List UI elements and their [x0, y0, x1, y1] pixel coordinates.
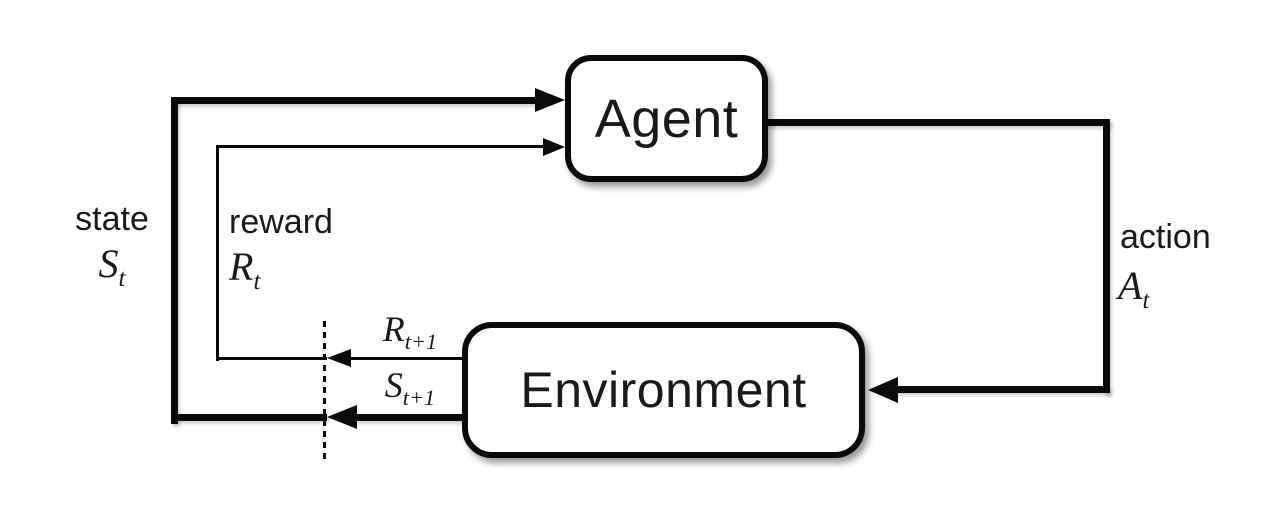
reward-symbol-subscript: t	[253, 267, 261, 295]
next-reward-symbol-label: Rt+1	[355, 308, 465, 354]
state-arrow-from-environment-segment	[354, 414, 466, 421]
action-arrow-top-segment	[765, 119, 1110, 126]
environment-label: Environment	[520, 362, 807, 418]
action-arrow-bottom-segment	[894, 386, 1110, 393]
next-state-symbol-label: St+1	[355, 364, 465, 410]
next-reward-symbol-base: R	[382, 309, 405, 349]
state-arrow-left-segment	[171, 97, 178, 424]
state-word-label: state	[75, 200, 149, 238]
action-symbol-label: At	[1118, 262, 1149, 314]
reward-symbol-label: Rt	[229, 243, 260, 295]
agent-box: Agent	[565, 55, 768, 182]
state-symbol-label: St	[62, 240, 162, 292]
reward-arrow-left-segment	[216, 145, 219, 361]
reward-arrow-from-environment-segment	[349, 357, 464, 360]
action-arrow-right-segment	[1103, 119, 1110, 393]
action-arrowhead-into-environment	[868, 377, 898, 403]
time-step-boundary-dashed-line	[323, 321, 326, 459]
state-symbol-base: S	[98, 241, 119, 286]
reward-arrowhead-at-time-boundary	[327, 349, 351, 367]
action-word-label: action	[1120, 218, 1211, 256]
reward-symbol-base: R	[229, 244, 254, 289]
next-state-symbol-subscript: t+1	[402, 384, 436, 410]
action-symbol-base: A	[1118, 263, 1143, 308]
reward-arrow-bottom-left-segment	[216, 357, 327, 360]
next-state-symbol-base: S	[384, 365, 403, 405]
environment-box: Environment	[462, 322, 865, 458]
state-arrowhead-at-time-boundary	[327, 405, 357, 429]
state-arrowhead-into-agent	[535, 88, 565, 112]
state-arrow-bottom-left-segment	[171, 414, 327, 421]
action-symbol-subscript: t	[1142, 286, 1150, 314]
agent-label: Agent	[594, 88, 739, 149]
next-reward-symbol-subscript: t+1	[404, 328, 438, 354]
reward-arrowhead-into-agent	[543, 138, 565, 156]
state-symbol-subscript: t	[118, 264, 126, 292]
reward-word-label: reward	[229, 203, 333, 241]
reward-arrow-top-segment	[216, 145, 546, 148]
state-arrow-top-segment	[171, 97, 539, 104]
